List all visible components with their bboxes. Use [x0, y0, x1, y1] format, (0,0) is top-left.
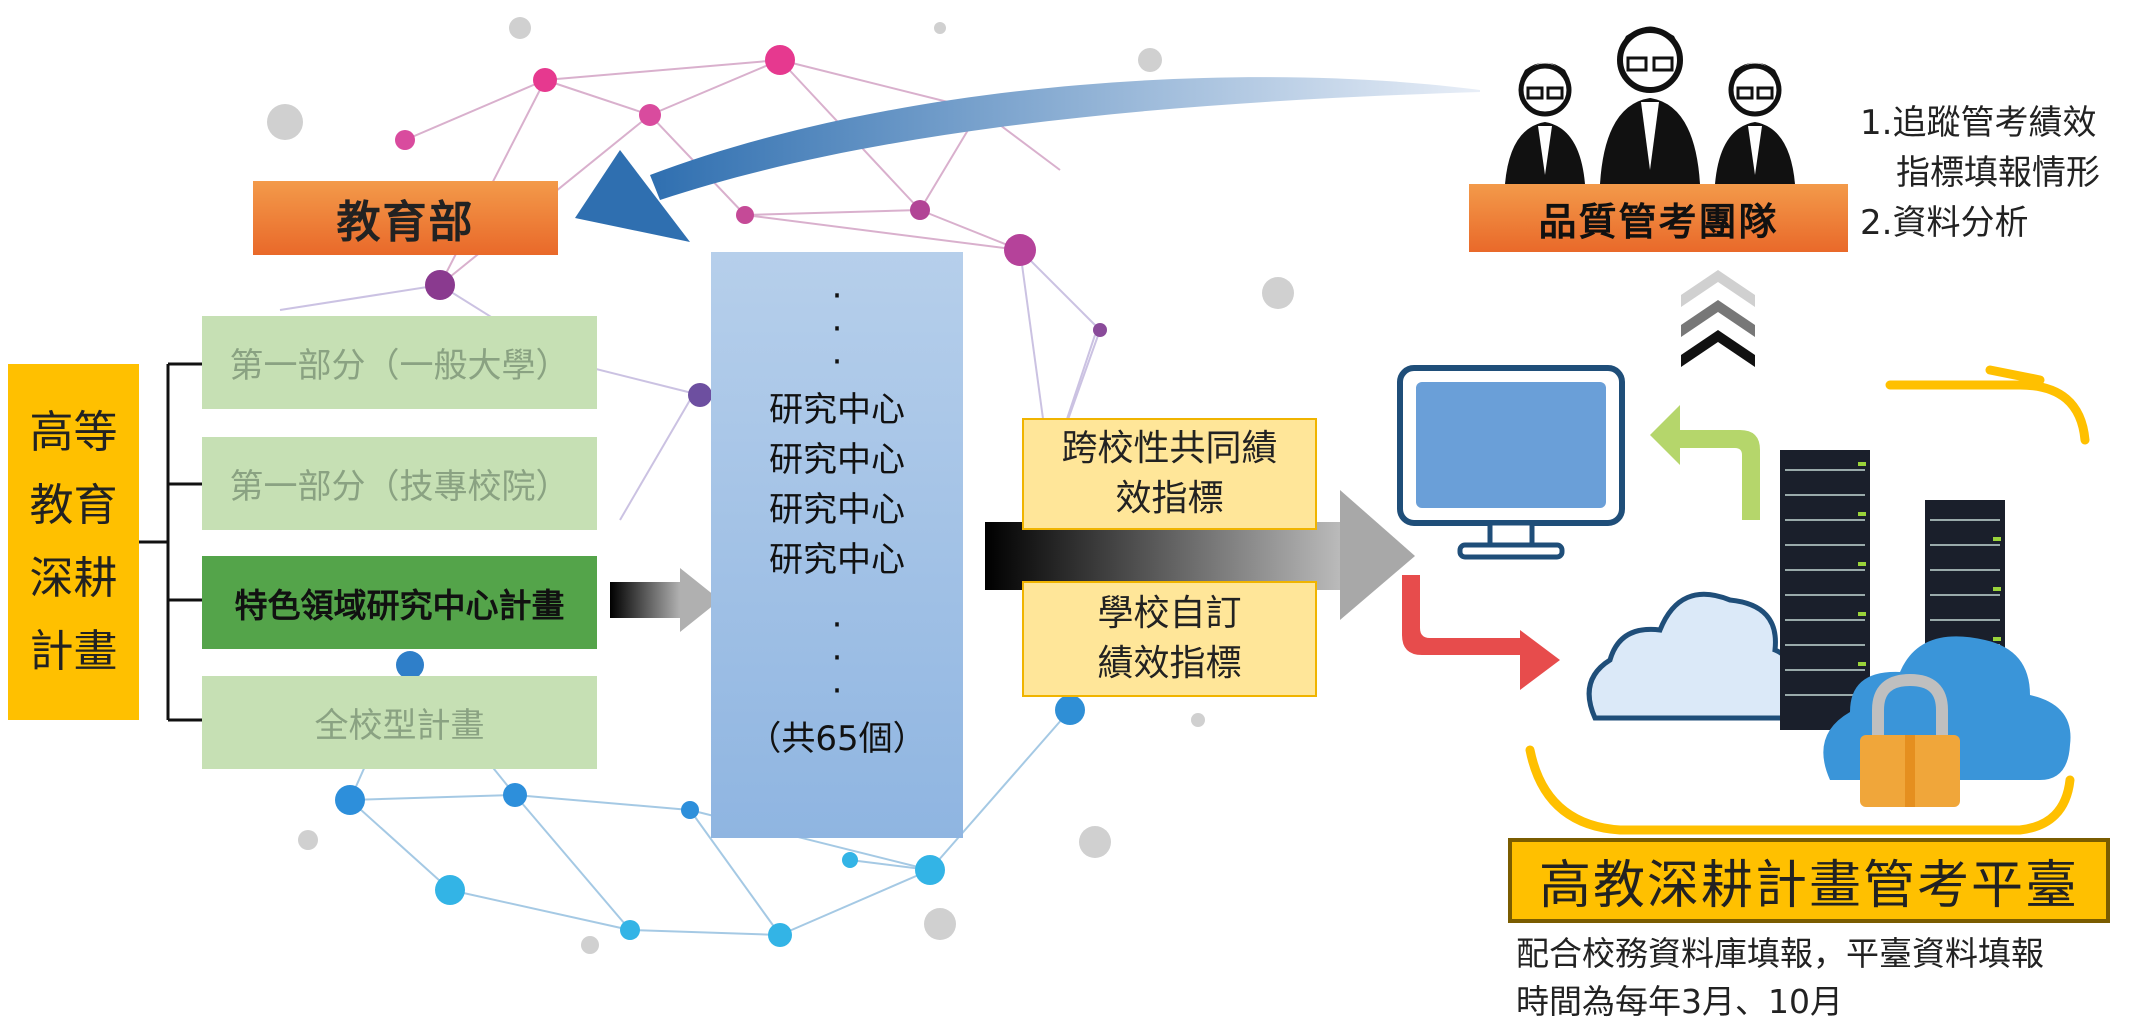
school-indicators-box: 學校自訂 績效指標	[1022, 581, 1317, 697]
project-title-line: 教育	[29, 480, 118, 531]
platform-title-box: 高教深耕計畫管考平臺	[1508, 838, 2110, 923]
network-sphere-decoration	[267, 17, 1294, 954]
ellipsis-dot: ·	[831, 605, 843, 645]
indicator-line: 跨校性共同績	[1061, 428, 1278, 469]
part-label: 第一部分（一般大學）	[229, 346, 570, 386]
ministry-box: 教育部	[253, 181, 558, 255]
platform-frame	[1525, 365, 2090, 835]
project-title-line: 高等	[29, 407, 118, 458]
platform-note-line: 時間為每年3月、10月	[1516, 982, 1843, 1021]
qa-tasks-list: 1.追蹤管考績效 指標填報情形 2.資料分析	[1860, 98, 2154, 248]
server-status-lights	[1858, 462, 2001, 666]
indicator-line: 績效指標	[1097, 643, 1242, 684]
center-item: 研究中心	[769, 490, 905, 530]
task-line: 指標填報情形	[1896, 153, 2100, 193]
part-research-centers: 特色領域研究中心計畫	[202, 556, 597, 649]
ellipsis-dot: ·	[831, 638, 843, 678]
indicator-line: 效指標	[1115, 478, 1224, 519]
platform-title: 高教深耕計畫管考平臺	[1538, 856, 2079, 916]
monitor-icon	[1397, 365, 1625, 560]
center-item: 研究中心	[769, 540, 905, 580]
part-label: 特色領域研究中心計畫	[234, 585, 565, 625]
arrow-to-platform	[985, 490, 1415, 620]
qa-team-label: 品質管考團隊	[1538, 199, 1779, 244]
feedback-arrow	[575, 77, 1480, 242]
ellipsis-dot: ·	[831, 671, 843, 711]
ellipsis-dot: ·	[831, 276, 843, 316]
qa-team-box: 品質管考團隊	[1469, 184, 1848, 252]
part-label: 全校型計畫	[314, 706, 485, 746]
task-line: 1.追蹤管考績效	[1860, 103, 2097, 143]
indicator-line: 學校自訂	[1097, 593, 1242, 634]
parts-bracket	[139, 362, 202, 722]
part-technical-colleges: 第一部分（技專校院）	[202, 437, 597, 530]
project-title-line: 計畫	[29, 626, 118, 677]
platform-note: 配合校務資料庫填報，平臺資料填報 時間為每年3月、10月	[1516, 930, 2154, 1026]
ellipsis-dot: ·	[831, 342, 843, 382]
team-people-icon	[1505, 26, 1795, 184]
shared-indicators-box: 跨校性共同績 效指標	[1022, 418, 1317, 530]
center-item: 研究中心	[769, 440, 905, 480]
platform-note-line: 配合校務資料庫填報，平臺資料填報	[1516, 934, 2044, 973]
arrow-to-centers	[610, 568, 720, 632]
chevron-up-icon	[1681, 270, 1755, 367]
project-title-box: 高等 教育 深耕 計畫	[8, 364, 139, 720]
sync-arrows-icon	[1402, 405, 1760, 690]
research-centers-panel: · · · 研究中心 研究中心 研究中心 研究中心 · · · （共65個）	[711, 252, 963, 838]
center-item: 研究中心	[769, 390, 905, 430]
project-title-line: 深耕	[29, 553, 118, 604]
cloud-icon	[1586, 591, 1802, 721]
part-label: 第一部分（技專校院）	[229, 467, 570, 507]
center-total: （共65個）	[747, 719, 927, 759]
lock-icon	[1860, 673, 1960, 807]
ministry-label: 教育部	[336, 197, 475, 248]
ellipsis-dot: ·	[831, 309, 843, 349]
part-whole-school: 全校型計畫	[202, 676, 597, 769]
task-line: 2.資料分析	[1860, 203, 2029, 243]
part-general-universities: 第一部分（一般大學）	[202, 316, 597, 409]
